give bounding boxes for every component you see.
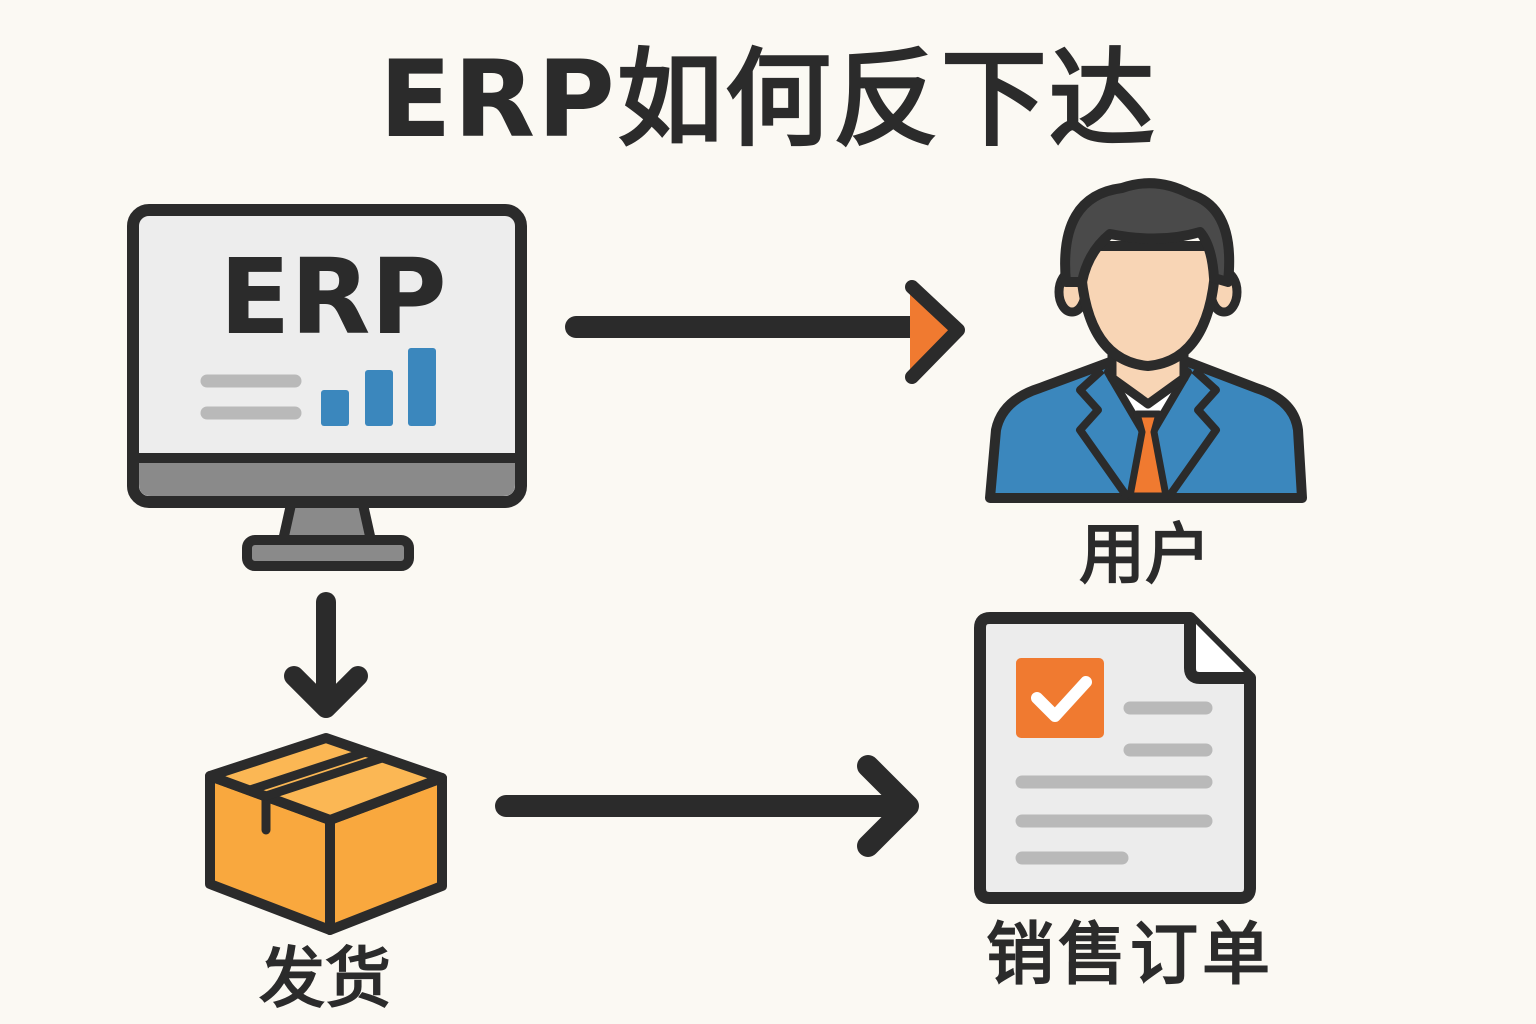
arrow-shipping-to-order bbox=[495, 755, 919, 857]
computer-monitor-icon bbox=[127, 204, 527, 571]
erp-screen-text: ERP bbox=[219, 236, 446, 358]
business-user-icon bbox=[985, 178, 1307, 503]
page-title: ERP如何反下达 bbox=[379, 38, 1157, 161]
sales-order-label: 销售订单 bbox=[985, 916, 1274, 995]
shipping-label: 发货 bbox=[259, 940, 391, 1017]
chart-bar bbox=[408, 348, 436, 426]
checkbox-icon bbox=[1016, 658, 1104, 738]
chart-bar bbox=[321, 390, 349, 426]
arrow-erp-to-shipping bbox=[284, 592, 368, 718]
chart-bar bbox=[365, 370, 393, 426]
package-box-icon bbox=[205, 733, 447, 935]
user-label: 用户 bbox=[1079, 516, 1211, 593]
arrow-erp-to-user bbox=[565, 280, 965, 384]
checkmark-icon bbox=[1031, 676, 1092, 722]
document-checklist-icon bbox=[974, 612, 1256, 904]
